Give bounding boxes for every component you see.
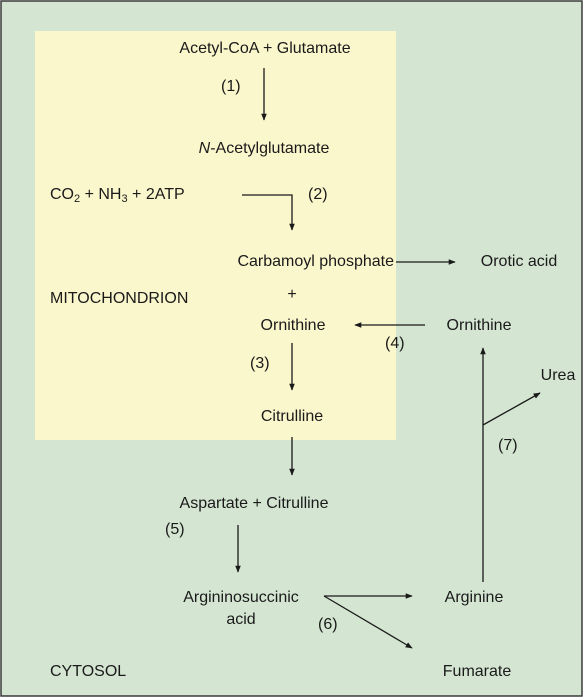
co2-nh3-atp-label: CO2 + NH3 + 2ATP <box>50 186 185 205</box>
arrow-step-7-urea <box>482 392 541 426</box>
atp-text: + 2ATP <box>127 186 185 203</box>
n-acetylglutamate-label: N-Acetylglutamate <box>199 141 330 157</box>
arginine-label: Arginine <box>444 589 504 606</box>
arrow-to-fumarate <box>323 595 413 649</box>
step-4-label: (4) <box>385 335 405 352</box>
co2-subscript: 2 <box>74 193 81 205</box>
carbamoyl-phosphate-label: Carbamoyl phosphate <box>237 253 394 270</box>
plus-sign: + <box>287 286 297 303</box>
acetyl-coa-glutamate-label: Acetyl-CoA + Glutamate <box>179 40 351 57</box>
step-2-label: (2) <box>308 186 328 203</box>
step-5-label: (5) <box>165 521 185 538</box>
cytosol-label: CYTOSOL <box>50 663 127 680</box>
fumarate-label: Fumarate <box>442 663 512 680</box>
argininosuccinic-acid-line1: Argininosuccinic <box>183 589 299 606</box>
ornithine-cyto-label: Ornithine <box>446 317 512 334</box>
nh3-text: + NH <box>80 186 122 203</box>
urea-label: Urea <box>540 367 576 384</box>
mitochondrion-label: MITOCHONDRION <box>50 290 189 307</box>
n-acetylglutamate-rest: -Acetylglutamate <box>210 140 330 157</box>
aspartate-citrulline-label: Aspartate + Citrulline <box>179 495 329 512</box>
mitochondrion-compartment <box>35 31 396 440</box>
orotic-acid-label: Orotic acid <box>480 253 558 270</box>
argininosuccinic-acid-line2: acid <box>226 611 256 628</box>
ornithine-mito-label: Ornithine <box>260 317 326 334</box>
n-prefix: N <box>198 140 211 157</box>
co2-text: CO <box>50 186 74 203</box>
step-6-label: (6) <box>318 616 338 633</box>
step-1-label: (1) <box>221 78 241 95</box>
step-3-label: (3) <box>250 355 270 372</box>
citrulline-mito-label: Citrulline <box>260 408 324 425</box>
arrow-step-2 <box>242 194 295 231</box>
nh3-subscript: 3 <box>121 193 128 205</box>
step-7-label: (7) <box>498 437 518 454</box>
